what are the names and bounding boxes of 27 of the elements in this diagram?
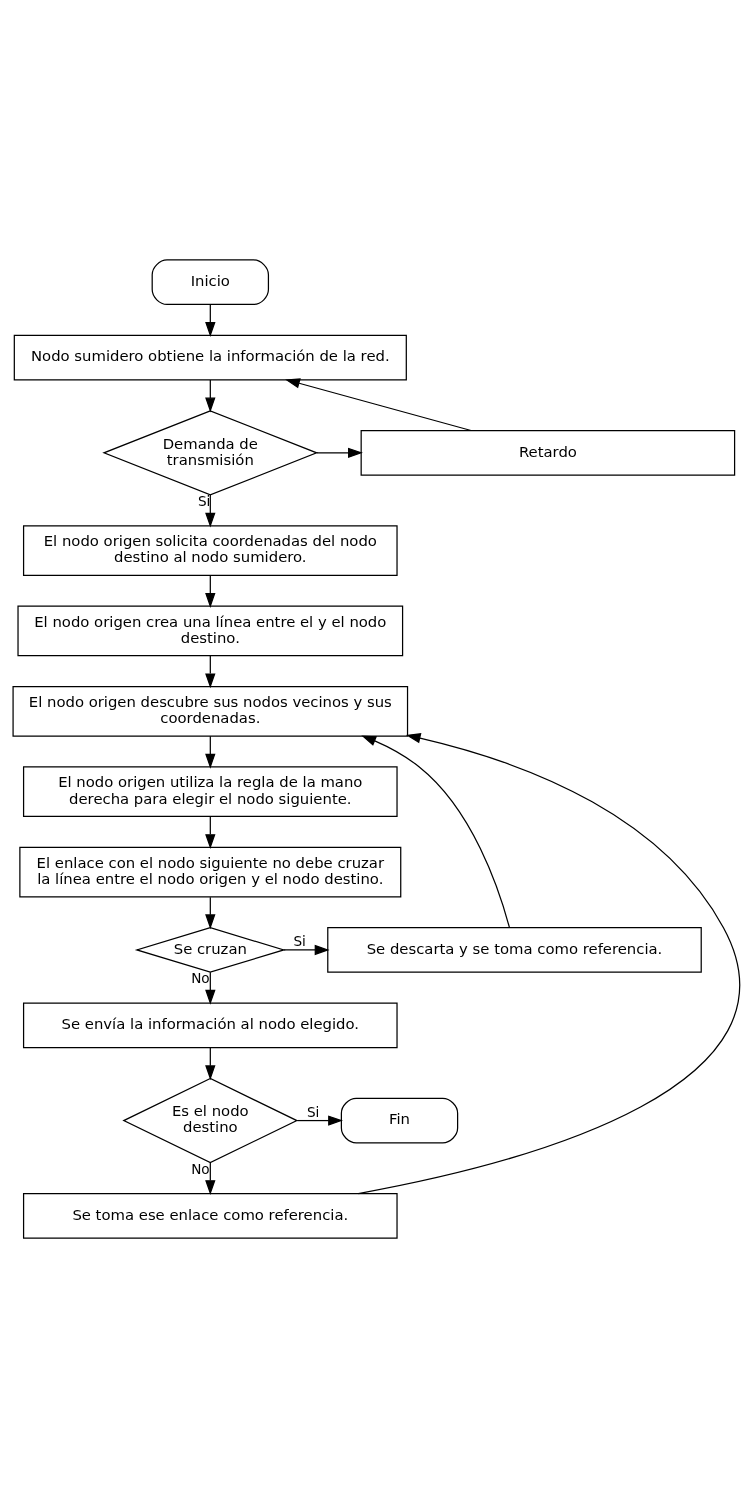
- arrow: [283, 944, 330, 955]
- node-box: El nodo origen descubre sus nodos vecinos y sus coordenadas.: [12, 685, 409, 737]
- node-box: Se toma ese enlace como referencia.: [22, 1192, 398, 1239]
- arrow: [361, 734, 510, 928]
- node-box: El nodo origen solicita coordenadas del nodo destino al nodo sumidero.: [22, 524, 398, 576]
- edge-label: No: [191, 1160, 210, 1177]
- node-box: Se envía la información al nodo elegido.: [22, 1002, 398, 1048]
- node-box: Fin: [340, 1097, 459, 1143]
- node-box: Se descarta y se toma como referencia.: [327, 926, 702, 973]
- arrow: [285, 377, 472, 431]
- node-diamond: Es el nodo destino: [122, 1077, 299, 1163]
- arrow: [205, 378, 216, 412]
- edge-label: Si: [293, 932, 306, 949]
- arrow: [357, 732, 740, 1194]
- arrow: [205, 493, 216, 528]
- node-box: El nodo origen utiliza la regla de la mano derecha para elegir el nodo siguiente.: [22, 765, 398, 817]
- node-box: Nodo sumidero obtiene la información de la red.: [13, 334, 407, 380]
- node-diamond: Se cruzan: [134, 926, 286, 973]
- arrow: [296, 1114, 343, 1126]
- node-box: El enlace con el nodo siguiente no debe cruzar la línea entre el nodo origen y el nodo destino.: [19, 846, 402, 897]
- arrow: [316, 447, 363, 458]
- node-box: Retardo: [360, 429, 736, 476]
- node-diamond: Demanda de transmisión: [102, 409, 319, 496]
- edge-label: Si: [306, 1103, 320, 1120]
- arrow: [205, 1046, 216, 1080]
- node-box: Inicio: [151, 258, 270, 305]
- node-box: El nodo origen crea una línea entre el y el nodo destino.: [17, 605, 404, 656]
